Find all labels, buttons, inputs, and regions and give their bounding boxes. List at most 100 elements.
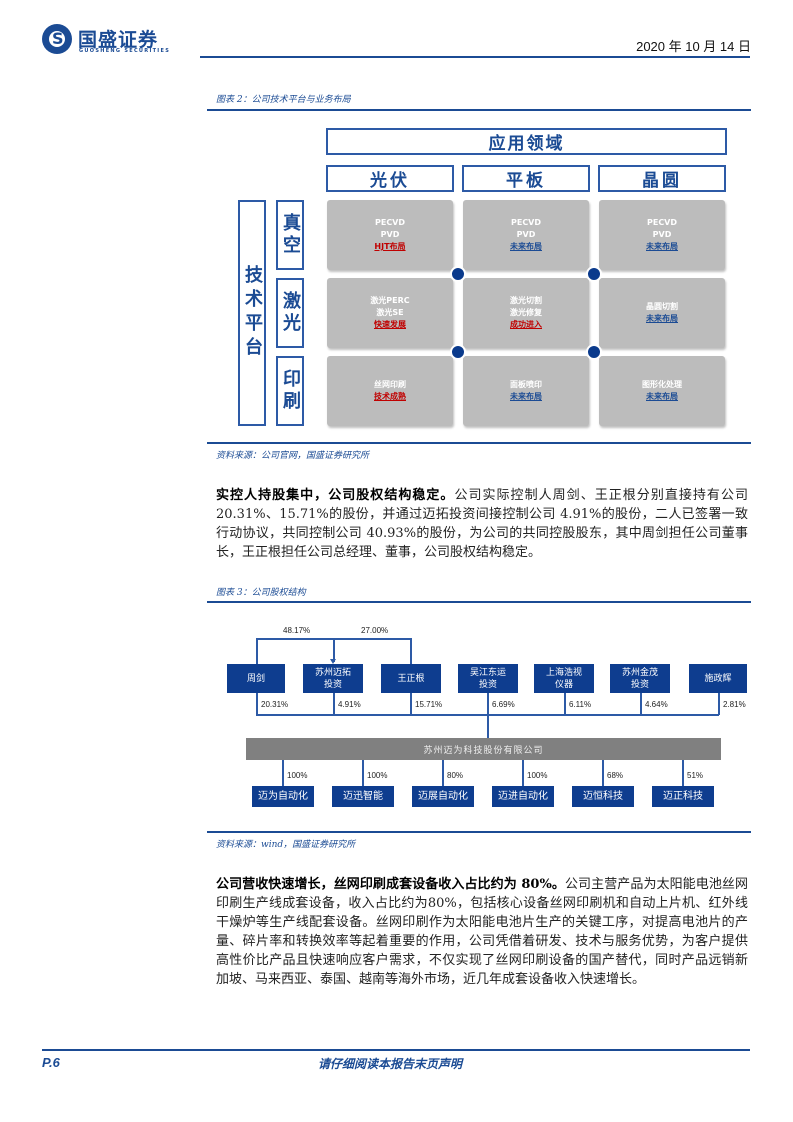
logo-cn-text: 国盛证券 <box>78 29 159 51</box>
guosheng-logo: S 国盛证券 GUOSHENG SECURITIES <box>42 24 172 58</box>
subsidiary-box: 迈为自动化 <box>252 786 314 807</box>
logo-mark-icon <box>42 24 72 54</box>
connector-bus <box>256 714 719 716</box>
figure3-top-rule <box>207 601 751 603</box>
subsidiary-box: 迈进自动化 <box>492 786 554 807</box>
connector-line <box>362 760 364 786</box>
cell-printing-pv: 丝网印刷 技术成熟 <box>327 356 453 426</box>
connector-line <box>256 693 258 715</box>
subsidiary-box: 迈恒科技 <box>572 786 634 807</box>
domain-title-box: 应用领域 <box>326 128 727 155</box>
link-pct-zhoujian: 48.17% <box>283 626 311 635</box>
cell-line: 激光修复 <box>510 308 542 317</box>
column-header-panel: 平板 <box>462 165 590 192</box>
cell-status: 成功进入 <box>510 320 542 329</box>
connector-line <box>256 638 258 664</box>
figure2-top-rule <box>207 109 751 111</box>
shareholder-box: 王正根 <box>381 664 441 693</box>
cell-vacuum-panel: PECVD PVD 未来布局 <box>463 200 589 270</box>
shareholder-pct: 15.71% <box>415 700 443 709</box>
junction-dot-icon <box>586 344 602 360</box>
shareholder-box: 周剑 <box>227 664 285 693</box>
shareholder-name: 吴江东运 <box>469 667 506 678</box>
paragraph-body: 公司主营产品为太阳能电池丝网印刷生产线成套设备，收入占比约为80%，包括核心设备… <box>216 877 748 987</box>
shareholder-box: 苏州金茂 投资 <box>610 664 670 693</box>
cell-line: 面板喷印 <box>510 380 542 389</box>
shareholder-pct: 2.81% <box>723 700 746 709</box>
subsidiary-pct: 68% <box>607 771 624 780</box>
paragraph-lead: 实控人持股集中，公司股权结构稳定。 <box>216 488 455 503</box>
cell-vacuum-pv: PECVD PVD HJT布局 <box>327 200 453 270</box>
shareholder-box: 吴江东运 投资 <box>458 664 518 693</box>
figure3-bottom-rule <box>207 831 751 833</box>
cell-line: 晶圆切割 <box>646 302 678 311</box>
cell-line: PECVD <box>510 218 542 227</box>
subsidiary-pct: 51% <box>687 771 704 780</box>
figure2-source: 资料来源：公司官网，国盛证券研究所 <box>216 451 370 461</box>
cell-status: 快速发展 <box>374 320 406 329</box>
cell-laser-panel: 激光切割 激光修复 成功进入 <box>463 278 589 348</box>
connector-line <box>564 693 566 715</box>
cell-line: PVD <box>380 230 400 239</box>
cell-status: 未来布局 <box>646 242 678 251</box>
shareholder-box: 苏州迈拓 投资 <box>303 664 363 693</box>
figure3-source: 资料来源：wind，国盛证券研究所 <box>216 840 356 850</box>
connector-line <box>682 760 684 786</box>
logo-en-text: GUOSHENG SECURITIES <box>79 48 171 54</box>
connector-line <box>602 760 604 786</box>
cell-status: 技术成熟 <box>374 392 406 401</box>
junction-dot-icon <box>450 266 466 282</box>
connector-line <box>487 693 489 738</box>
column-header-wafer: 晶圆 <box>598 165 726 192</box>
cell-status: 未来布局 <box>510 392 542 401</box>
shareholder-name: 苏州金茂 <box>621 667 658 678</box>
paragraph-lead: 公司营收快速增长，丝网印刷成套设备收入占比约为 80%。 <box>216 877 565 892</box>
cell-line: PECVD <box>646 218 678 227</box>
shareholder-box: 施政辉 <box>689 664 747 693</box>
shareholder-box: 上海浩视 仪器 <box>534 664 594 693</box>
cell-line: PECVD <box>374 218 406 227</box>
subsidiary-box: 迈展自动化 <box>412 786 474 807</box>
subsidiary-pct: 80% <box>447 771 464 780</box>
cell-printing-wafer: 图形化处理 未来布局 <box>599 356 725 426</box>
paragraph-equity: 实控人持股集中，公司股权结构稳定。公司实际控制人周剑、王正根分别直接持有公司20… <box>216 486 748 562</box>
logo-mark-letter: S <box>52 29 64 48</box>
footer-divider <box>42 1049 750 1051</box>
connector-line <box>333 693 335 715</box>
cell-laser-pv: 激光PERC 激光SE 快速发展 <box>327 278 453 348</box>
row-header-laser: 激光 <box>276 278 304 348</box>
shareholder-pct: 20.31% <box>261 700 289 709</box>
column-header-pv: 光伏 <box>326 165 454 192</box>
shareholder-pct: 6.11% <box>569 700 592 709</box>
connector-line <box>640 693 642 715</box>
cell-status: 未来布局 <box>510 242 542 251</box>
subsidiary-pct: 100% <box>367 771 388 780</box>
row-header-vacuum: 真空 <box>276 200 304 270</box>
shareholder-pct: 4.91% <box>338 700 361 709</box>
cell-line: 丝网印刷 <box>374 380 406 389</box>
shareholder-pct: 4.64% <box>645 700 668 709</box>
connector-line <box>410 638 412 664</box>
subsidiary-box: 迈正科技 <box>652 786 714 807</box>
connector-line <box>282 760 284 786</box>
shareholder-name: 投资 <box>630 679 649 690</box>
subsidiary-pct: 100% <box>527 771 548 780</box>
figure2-caption: 图表 2：公司技术平台与业务布局 <box>216 95 351 105</box>
link-pct-wangzhenggen: 27.00% <box>361 626 389 635</box>
paragraph-revenue: 公司营收快速增长，丝网印刷成套设备收入占比约为 80%。公司主营产品为太阳能电池… <box>216 875 748 989</box>
row-header-printing: 印刷 <box>276 356 304 426</box>
page-number: P.6 <box>42 1055 60 1070</box>
subsidiary-box: 迈迅智能 <box>332 786 394 807</box>
shareholder-name: 苏州迈拓 <box>314 667 351 678</box>
shareholder-pct: 6.69% <box>492 700 515 709</box>
connector-line <box>522 760 524 786</box>
arrow-down-icon <box>330 659 336 664</box>
cell-line: PVD <box>516 230 536 239</box>
shareholder-name: 投资 <box>478 679 497 690</box>
paragraph-body: 公司实际控制人周剑、王正根分别直接持有公司20.31%、15.71%的股份，并通… <box>216 488 748 560</box>
cell-status: 未来布局 <box>646 392 678 401</box>
cell-laser-wafer: 晶圆切割 未来布局 <box>599 278 725 348</box>
platform-title-box: 技术平台 <box>238 200 266 426</box>
parent-company-box: 苏州迈为科技股份有限公司 <box>246 738 721 760</box>
shareholder-name: 投资 <box>323 679 342 690</box>
